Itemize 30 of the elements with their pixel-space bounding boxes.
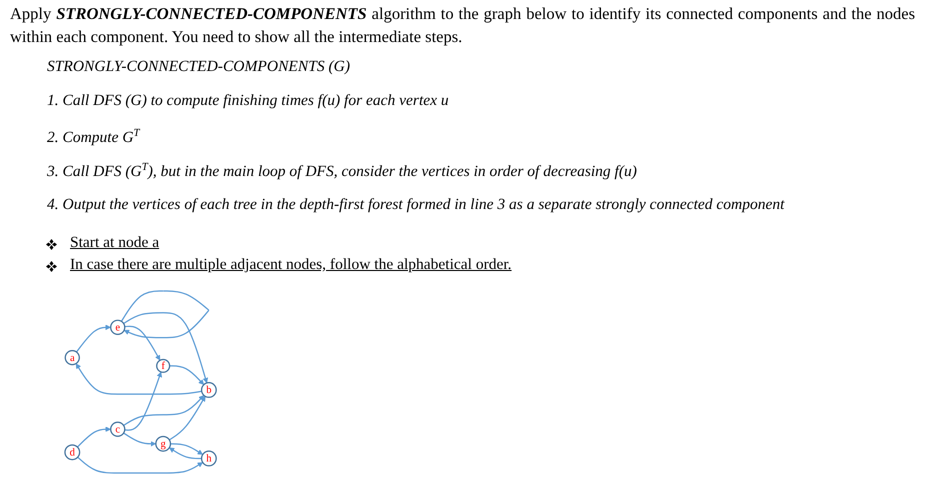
arrow (76, 363, 202, 395)
node-circle: c (110, 422, 126, 437)
algorithm-line: 1. Call DFS (G) to compute finishing times f(u) for each vertex u (47, 92, 449, 110)
note-text: In case there are multiple adjacent nodes, follow the alphabetical order. (70, 256, 512, 274)
arrow (123, 432, 156, 447)
algorithm-line: 3. Call DFS (G$^{T}$), but in the main loop of DFS, consider the vertices in order of decreasing f(u) (47, 161, 637, 182)
arrow (169, 448, 202, 460)
node-circle: f (156, 358, 170, 373)
arrow (77, 456, 203, 474)
algorithm-line: STRONGLY-CONNECTED-COMPONENTS (G) (47, 58, 350, 76)
arrow (124, 326, 160, 361)
arrow (77, 426, 111, 448)
arrow (120, 290, 210, 338)
node-circle: a (64, 350, 80, 366)
node-circle: b (200, 382, 217, 398)
arrow (170, 365, 204, 385)
arrow (123, 312, 208, 384)
arrow (124, 372, 162, 431)
node-circle: d (64, 444, 80, 460)
arrow (170, 443, 203, 455)
instruction-paragraph: Apply STRONGLY-CONNECTED-COMPONENTS algorithm to the graph below to identify its connected components and the nodes within each component. You need to show all the intermediate steps. (10, 3, 915, 48)
arrow (123, 395, 204, 426)
algorithm-line: 4. Output the vertices of each tree in the depth-first forest formed in line 3 as a separate strongly connected component (47, 196, 784, 214)
arrow (169, 396, 206, 440)
node-circle: g (155, 436, 172, 452)
algorithm-line: 2. Compute G$^{T}$ (47, 127, 140, 148)
note-text: Start at node a (70, 234, 160, 252)
node-circle: e (110, 320, 126, 335)
arrow (76, 324, 111, 352)
node-circle: h (200, 450, 217, 466)
